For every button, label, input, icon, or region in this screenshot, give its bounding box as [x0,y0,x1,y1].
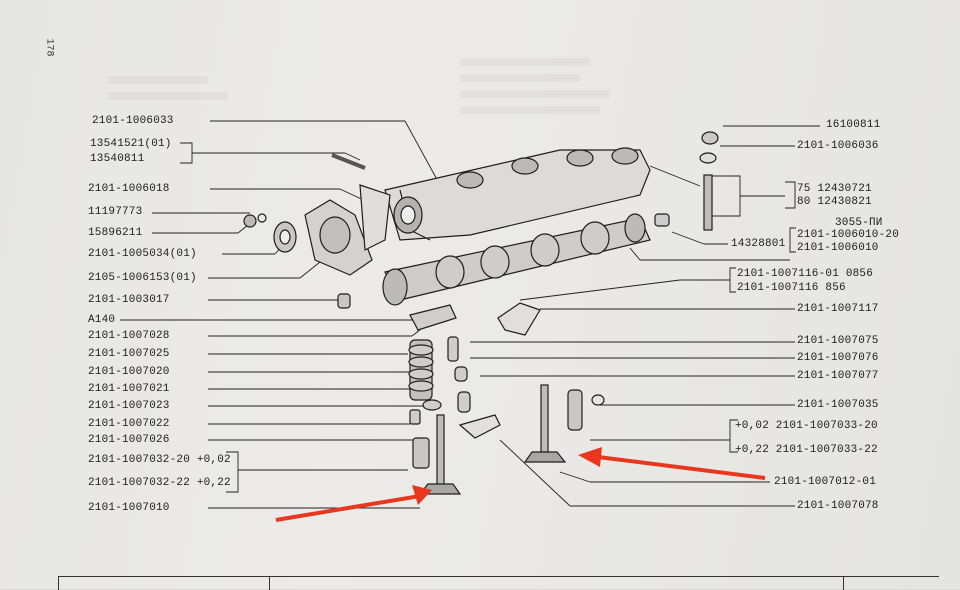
left-part-number-label: 2101-1005034(01) [88,248,197,260]
right-part-number-label: 2101-1007116-01 0856 [737,268,874,280]
bleed-through-mark [108,76,208,84]
left-part-number-label: 2101-1003017 [88,294,170,306]
left-part-number-label: 13540811 [90,153,145,165]
right-part-number-label: 2101-1007116 856 [737,282,846,294]
stud-assembly [699,131,719,231]
left-part-number-label: 15896211 [88,227,143,239]
arrow-pointing-exhaust-valve [275,494,421,522]
right-part-number-label: 75 12430721 [797,183,872,195]
arrow-pointing-intake-valve [597,455,766,480]
camshaft [382,213,670,306]
bearing-flange [243,153,391,309]
right-part-number-label: 2101-1006036 [797,140,879,152]
bleed-through-mark [460,58,590,66]
left-part-number-label: 2101-1007026 [88,434,170,446]
left-part-number-label: 2101-1007023 [88,400,170,412]
left-part-number-label: 2101-1007020 [88,366,170,378]
bleed-through-mark [108,92,228,100]
left-part-number-label: 2101-1007025 [88,348,170,360]
left-part-number-label: 2101-1006018 [88,183,170,195]
right-part-number-label: 2101-1006010 [797,242,879,254]
red-arrow-annotations [275,447,766,522]
left-part-number-label: 2101-1007021 [88,383,170,395]
right-part-number-label: 14328801 [731,238,786,250]
right-part-number-label: 2101-1007078 [797,500,879,512]
left-part-number-label: 2101-1007032-20 +0,02 [88,454,231,466]
bleed-through-mark [460,106,600,114]
table-divider [843,577,844,590]
right-part-number-label: 2101-1007117 [797,303,879,315]
right-part-number-label: 2101-1007075 [797,335,879,347]
right-part-number-label: 3055-ПИ [835,217,883,229]
left-part-number-label: 2101-1007032-22 +0,22 [88,477,231,489]
left-part-number-label: 13541521(01) [90,138,172,150]
right-part-number-label: 2101-1007035 [797,399,879,411]
right-part-number-label: 2101-1007012-01 [774,476,877,488]
right-part-number-label: 2101-1006010-20 [797,229,900,241]
right-part-number-label: 16100811 [826,119,881,131]
right-part-number-label: 2101-1007076 [797,352,879,364]
left-part-number-label: A140 [88,314,116,326]
bleed-through-mark [460,90,610,98]
rocker-housing [384,147,651,241]
bleed-through-mark [460,74,580,82]
bottom-table-border [58,576,939,590]
left-part-number-label: 2101-1007028 [88,330,170,342]
right-part-number-label: 80 12430821 [797,196,872,208]
left-part-number-label: 2101-1007010 [88,502,170,514]
right-part-number-label: +0,22 2101-1007033-22 [735,444,878,456]
left-part-number-label: 2101-1006033 [92,115,174,127]
left-part-number-label: 2105-1006153(01) [88,272,197,284]
left-part-number-label: 2101-1007022 [88,418,170,430]
leader-lines [120,120,820,509]
left-part-number-label: 11197773 [88,206,143,218]
valve-train-parts [408,302,605,495]
right-part-number-label: 2101-1007077 [797,370,879,382]
right-part-number-label: +0,02 2101-1007033-20 [735,420,878,432]
table-divider [269,577,270,590]
